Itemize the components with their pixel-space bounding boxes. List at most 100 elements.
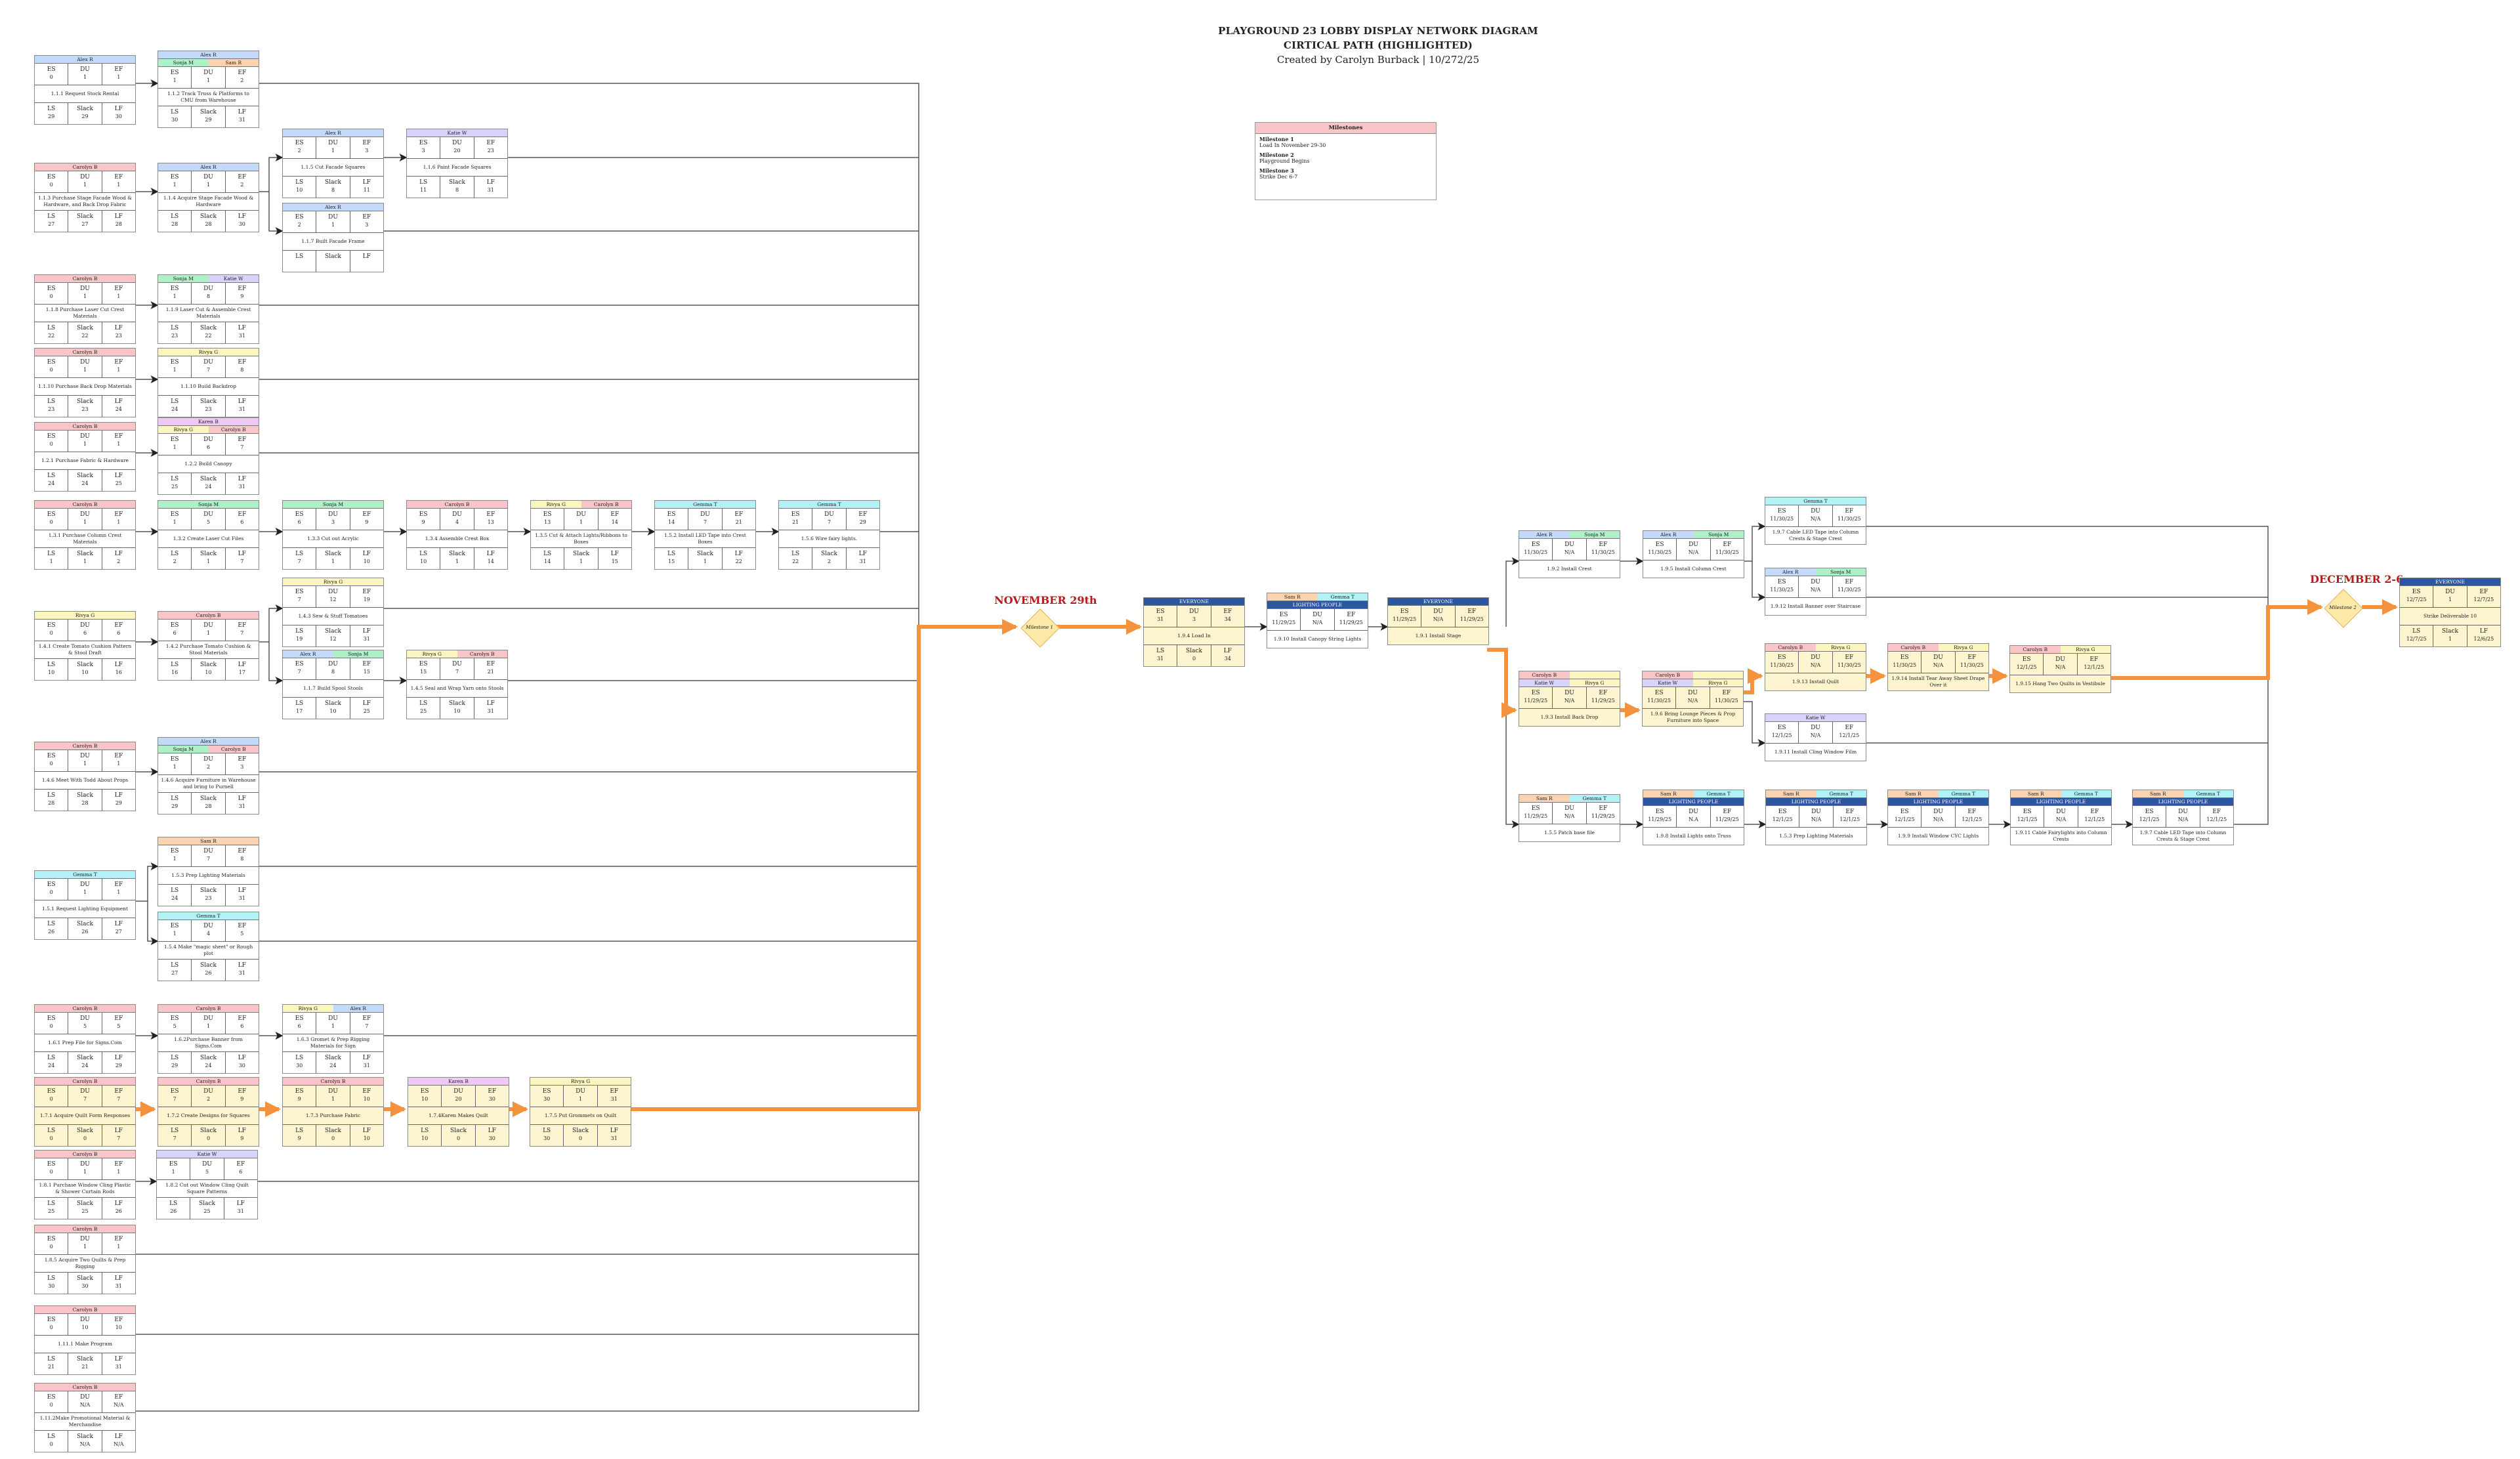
es-value: 6 <box>297 519 301 525</box>
lf-label: LF <box>362 551 371 557</box>
ls-value: 30 <box>171 117 178 123</box>
ls-value: 12/7/25 <box>2406 636 2427 642</box>
es-label: ES <box>295 589 304 595</box>
es-label: ES <box>295 661 304 667</box>
assignee-tag: Katie W <box>1643 679 1693 687</box>
ls-value: 29 <box>171 803 178 809</box>
du-label: DU <box>80 285 90 292</box>
es-label: ES <box>47 753 56 759</box>
lf-value: 30 <box>488 1135 495 1141</box>
ls-label: LS <box>421 1128 429 1134</box>
ls-value: 27 <box>48 221 55 227</box>
es-value: 14 <box>668 519 675 525</box>
slack-value: 8 <box>331 187 335 193</box>
ef-value: 11/30/25 <box>1591 549 1615 555</box>
lf-label: LF <box>114 551 123 557</box>
assignee-header: EVERYONE <box>2400 578 2500 586</box>
es-value: 30 <box>543 1096 551 1102</box>
du-label: DU <box>328 661 338 667</box>
ef-value: 21 <box>735 519 742 525</box>
assignee-tag: Sam R <box>1766 790 1816 797</box>
assignee-header: LIGHTING PEOPLE <box>1643 798 1744 806</box>
ls-label: LS <box>419 179 428 186</box>
task-name: 1.9.13 Install Quilt <box>1792 679 1839 685</box>
assignee-tag: Alex R <box>283 203 383 211</box>
slack-value: 24 <box>329 1063 337 1068</box>
